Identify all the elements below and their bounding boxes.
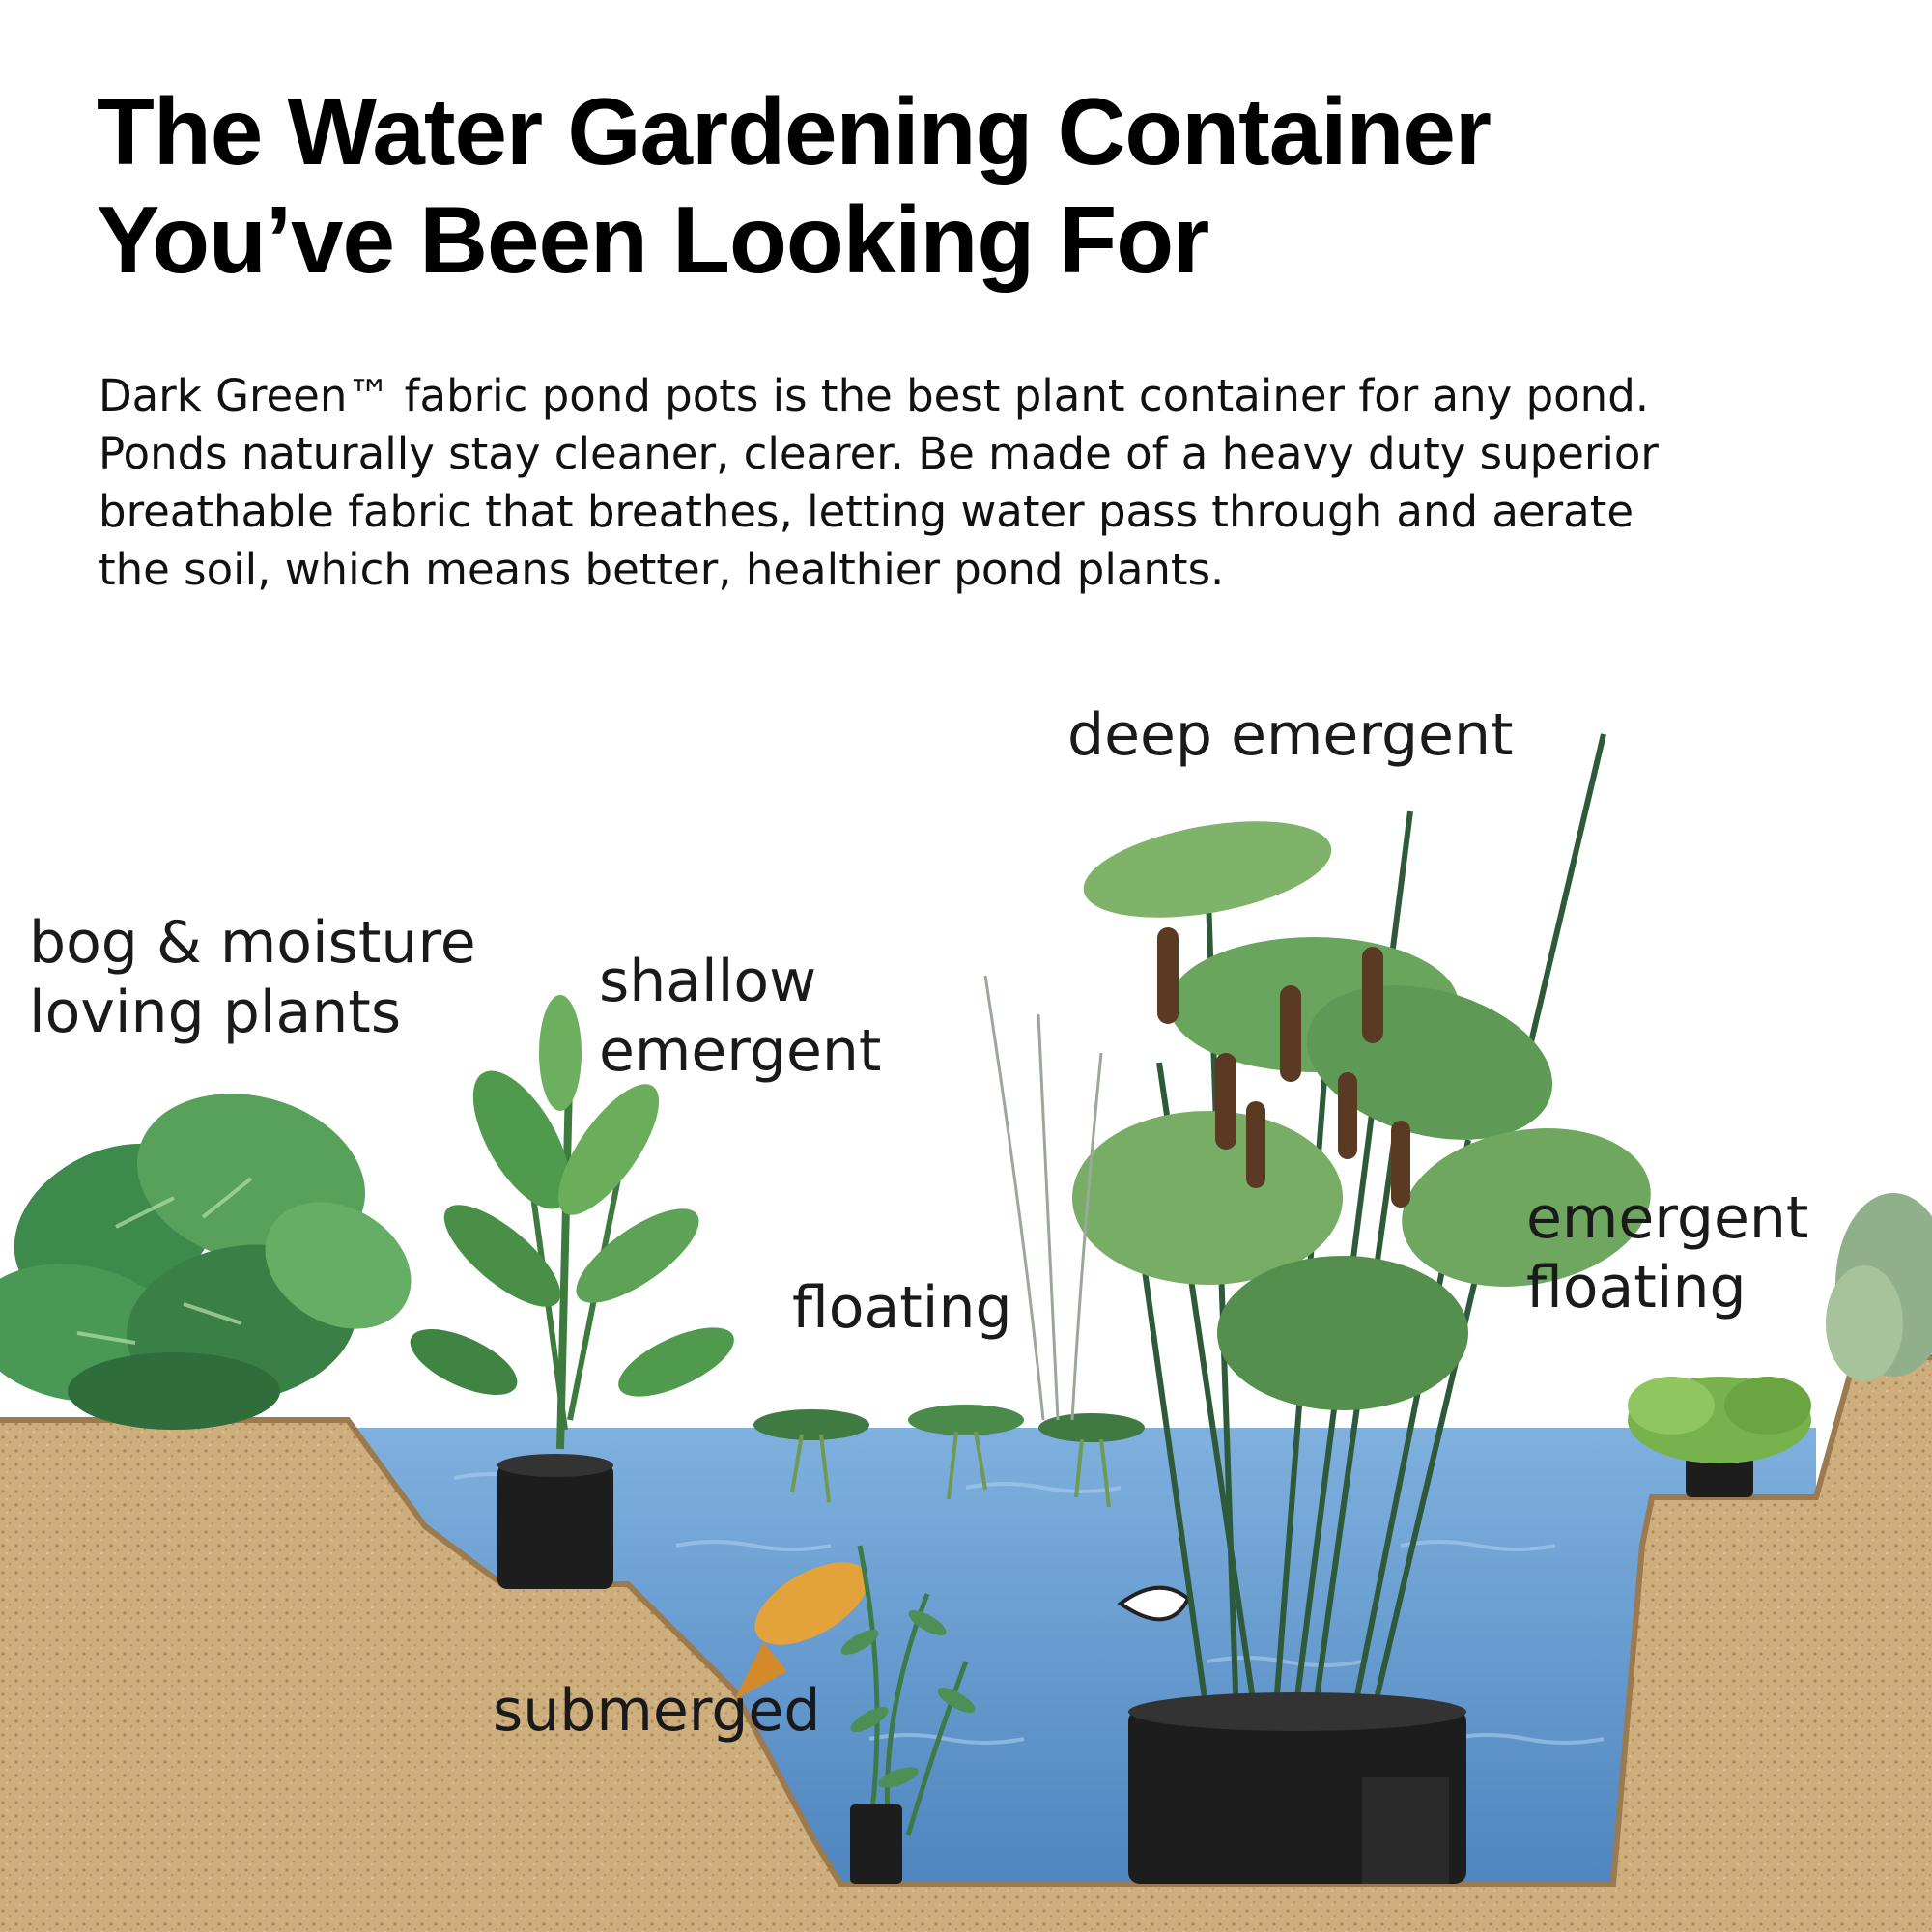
pond-cross-section-illustration [0, 733, 1932, 1932]
floating-plants [753, 1405, 1145, 1508]
label-emergent-floating: emergent floating [1526, 1183, 1808, 1322]
right-bank-grass [1826, 1193, 1932, 1381]
description-line-1: Dark Green™ fabric pond pots is the best… [99, 370, 1650, 421]
heading-line-2: You’ve Been Looking For [97, 186, 1209, 293]
description-line-4: the soil, which means better, healthier … [99, 544, 1225, 595]
product-description: Dark Green™ fabric pond pots is the best… [99, 367, 1857, 599]
label-shallow-emergent: shallow emergent [599, 947, 881, 1086]
description-line-3: breathable fabric that breathes, letting… [99, 486, 1634, 537]
description-line-2: Ponds naturally stay cleaner, clearer. B… [99, 428, 1659, 479]
emergent-floating-plant [1628, 1377, 1811, 1497]
label-submerged: submerged [493, 1677, 821, 1745]
label-bog-line-1: bog & moisture [29, 909, 476, 977]
pond-soil-bank [0, 1357, 1932, 1932]
label-floating: floating [792, 1274, 1012, 1342]
heading-line-1: The Water Gardening Container [97, 78, 1492, 185]
label-deep-emergent: deep emergent [1067, 701, 1514, 769]
page-heading: The Water Gardening Container You’ve Bee… [97, 77, 1835, 294]
reeds [983, 975, 1103, 1421]
submerged-leaves [840, 1610, 976, 1788]
shallow-emergent-plant [410, 995, 734, 1450]
label-emergent-floating-line-2: floating [1526, 1254, 1747, 1321]
fabric-pot-shallow [497, 1463, 613, 1589]
deep-emergent-plant [1072, 733, 1651, 1720]
label-bog-line-2: loving plants [29, 979, 402, 1046]
fabric-pot-submerged [850, 1804, 902, 1884]
bog-plant-hosta [0, 1094, 412, 1430]
label-bog-moisture: bog & moisture loving plants [29, 908, 476, 1047]
label-shallow-line-1: shallow [599, 948, 817, 1015]
label-emergent-floating-line-1: emergent [1526, 1184, 1809, 1252]
koi-fish [734, 1562, 1191, 1700]
label-shallow-line-2: emergent [599, 1017, 882, 1085]
